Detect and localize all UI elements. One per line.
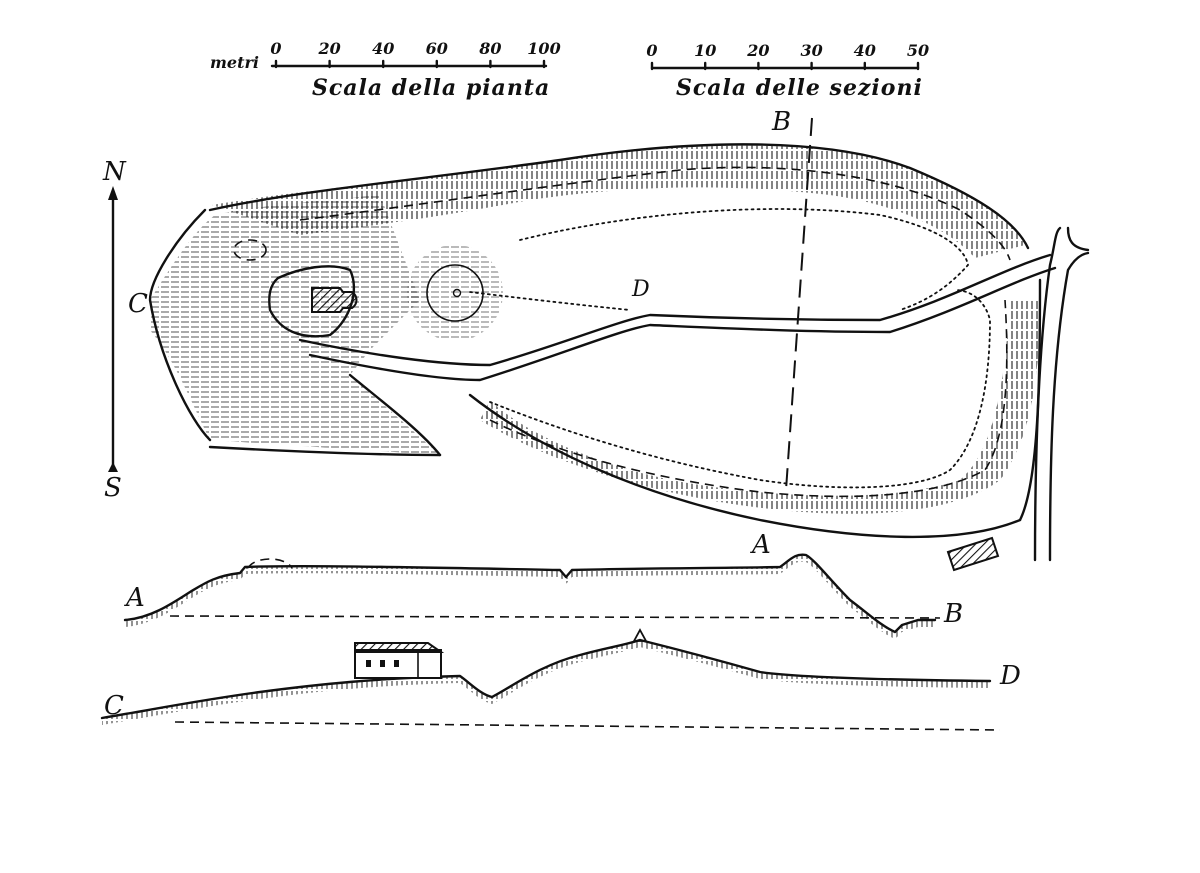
southwest-road-inner	[348, 373, 442, 457]
plan-scale-caption: Scala della pianta	[312, 75, 550, 101]
north-label: N	[102, 157, 127, 187]
knoll-slope	[407, 245, 503, 341]
section-scale-tick-label: 50	[907, 41, 929, 60]
outer-outline-south	[468, 393, 1022, 539]
small-mound	[233, 239, 267, 261]
plan-scale-tick-label: 100	[527, 39, 560, 58]
section-AB-datum	[169, 615, 941, 619]
section-AB-hatching	[125, 555, 935, 639]
outer-outline-north	[208, 143, 1030, 250]
section-scale-tick-label: 30	[800, 41, 822, 60]
section-CD: C D	[100, 628, 1021, 731]
plan-scale-bar: metri 0 20 40 60 80 100 Scala della pianta	[210, 39, 561, 101]
section-AB-profile	[123, 553, 937, 634]
section-CD-label-C: C	[104, 691, 124, 721]
section-scale-tick-label: 20	[746, 41, 769, 60]
road-south-edge	[308, 266, 1057, 382]
outbuilding-east	[946, 536, 1000, 572]
section-AB-dome	[247, 558, 293, 569]
section-AB-label-B: B	[943, 599, 963, 629]
road-north-edge	[298, 253, 1052, 367]
plan-label-A: A	[750, 530, 771, 560]
plan-label-C: C	[128, 289, 148, 319]
western-slope	[150, 195, 440, 455]
section-scale-tick-label: 10	[694, 41, 716, 60]
inner-contour-south	[489, 299, 1008, 498]
inner-rim-north	[519, 208, 969, 311]
section-AB-label-A: A	[124, 583, 145, 613]
site-plan: B C D A	[128, 107, 1090, 572]
north-arrowhead-icon	[108, 186, 118, 200]
saddle-outline	[268, 265, 356, 338]
south-marker-icon	[108, 462, 118, 472]
section-scale-tick-label: 40	[854, 41, 876, 60]
plan-scale-tick-label: 40	[372, 39, 394, 58]
inner-contour-north	[299, 166, 1011, 261]
north-arrow: N S	[102, 157, 127, 503]
plan-scale-tick-label: 0	[270, 39, 281, 58]
section-line-D-track	[469, 291, 631, 311]
church-building-plan	[311, 287, 358, 313]
west-edge	[148, 208, 212, 442]
south-rampart	[480, 300, 1040, 514]
inner-rim-south	[489, 289, 991, 489]
section-AB: A B	[123, 553, 963, 639]
section-CD-hatching	[102, 641, 990, 725]
section-scale-tick-label: 0	[646, 41, 657, 60]
trig-point-icon	[452, 288, 462, 298]
plan-label-D: D	[631, 277, 650, 302]
southwest-road	[208, 445, 442, 457]
south-label: S	[104, 473, 122, 503]
north-rampart	[212, 145, 1025, 258]
summit-marker-icon	[632, 628, 648, 642]
section-scale-bar: 0 10 20 30 40 50 Scala delle sezioni	[646, 41, 929, 101]
plan-scale-unit: metri	[210, 53, 259, 72]
section-scale-caption: Scala delle sezioni	[676, 75, 923, 101]
section-CD-profile	[100, 638, 992, 720]
plan-scale-tick-label: 20	[317, 39, 340, 58]
east-road-west-edge	[1033, 226, 1062, 562]
plan-label-B: B	[771, 107, 791, 137]
plan-scale-tick-label: 60	[426, 39, 448, 58]
section-CD-datum	[174, 721, 1001, 731]
church-building-section	[354, 642, 445, 679]
east-road-east-edge	[1048, 251, 1090, 562]
section-CD-label-D: D	[999, 661, 1021, 691]
section-line-AB	[785, 117, 813, 491]
plan-scale-tick-label: 80	[478, 39, 501, 58]
east-road-branch	[1066, 226, 1090, 252]
